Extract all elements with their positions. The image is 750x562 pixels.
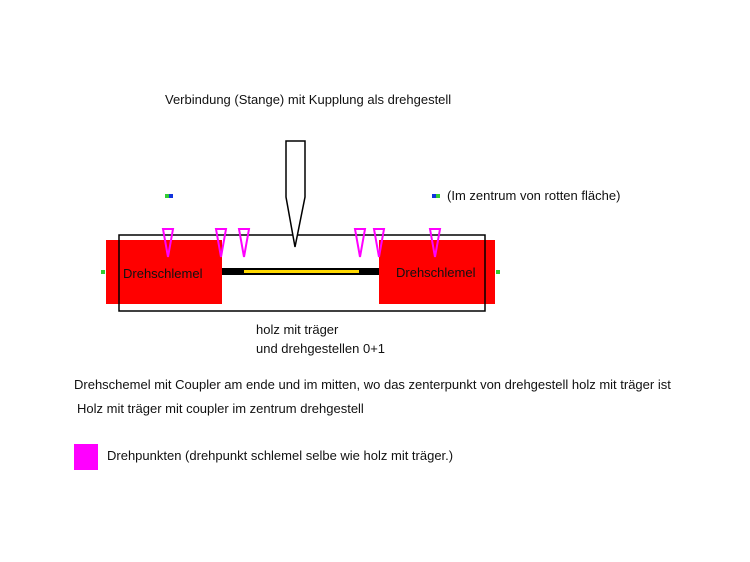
center-marker-left <box>165 194 173 198</box>
pivot-marker <box>161 228 175 258</box>
right-block-label: Drehschlemel <box>396 265 476 280</box>
description-line2: Holz mit träger mit coupler im zentrum d… <box>77 401 364 416</box>
frame-caption-line2: und drehgestellen 0+1 <box>256 341 386 356</box>
center-marker-right <box>432 194 440 198</box>
pointer-arrow <box>285 140 306 248</box>
legend-pivot-swatch <box>74 444 98 470</box>
center-annotation: (Im zentrum von rotten fläche) <box>447 188 621 203</box>
pivot-marker <box>214 228 228 258</box>
diagram-title: Verbindung (Stange) mit Kupplung als dre… <box>165 92 452 107</box>
pivot-marker <box>353 228 367 258</box>
left-block-label: Drehschlemel <box>123 266 203 281</box>
pivot-marker <box>428 228 442 258</box>
frame-outline <box>118 234 486 312</box>
description-line1: Drehschemel mit Coupler am ende und im m… <box>74 377 671 392</box>
left-drehschemel-block <box>106 240 222 304</box>
pivot-marker <box>372 228 386 258</box>
connecting-rod <box>244 270 359 273</box>
frame-caption-line1: holz mit träger <box>256 322 339 337</box>
pivot-marker <box>237 228 251 258</box>
end-marker-right <box>496 270 500 274</box>
legend-label: Drehpunkten (drehpunkt schlemel selbe wi… <box>107 448 454 463</box>
pivot-markers <box>161 228 442 258</box>
end-marker-left <box>101 270 105 274</box>
